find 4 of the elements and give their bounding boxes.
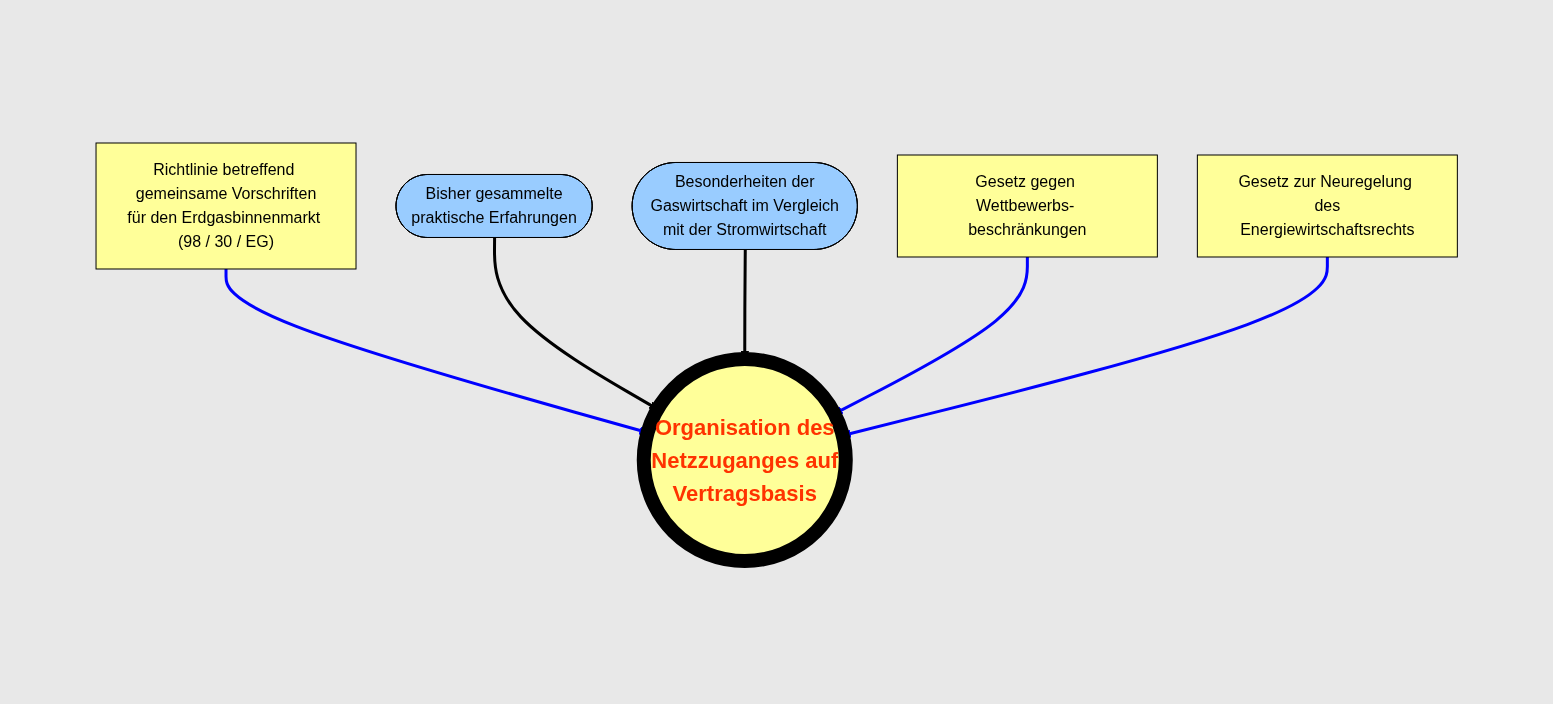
node-box: Gesetz zur Neuregelung des Energiewirtschaftsrechts	[1196, 154, 1458, 258]
node-circle: Organisation des Netzzuganges auf Vertragsbasis	[636, 352, 853, 568]
node-box: Gesetz gegen Wettbewerbs- beschränkungen	[896, 154, 1158, 258]
node-box: Richtlinie betreffend gemeinsame Vorschriften für den Erdgasbinnenmarkt (98 / 30 / EG)	[95, 142, 357, 270]
